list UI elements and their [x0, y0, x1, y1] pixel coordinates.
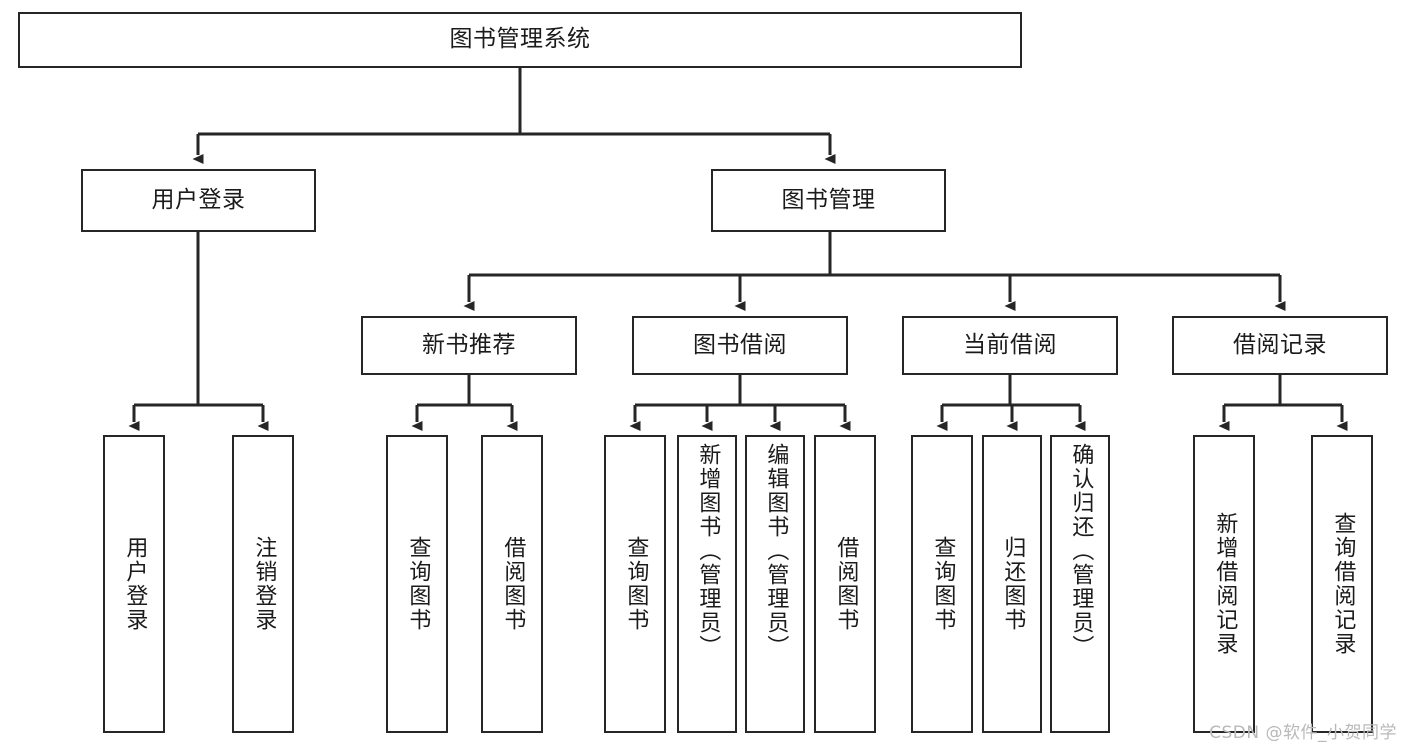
node-leaf-query-book-3[interactable]: 查询图书: [911, 435, 973, 733]
node-leaf-add-record[interactable]: 新增借阅记录: [1193, 435, 1255, 733]
node-leaf-return-book-label: 归还图书: [1000, 536, 1026, 632]
node-leaf-borrow-book-2[interactable]: 借阅图书: [814, 435, 876, 733]
node-leaf-confirm-return[interactable]: 确认归还（管理员）: [1050, 435, 1110, 733]
node-book-manage-label: 图书管理: [781, 186, 876, 213]
node-leaf-query-book-1[interactable]: 查询图书: [386, 435, 448, 733]
node-book-manage[interactable]: 图书管理: [711, 169, 946, 232]
node-leaf-query-book-2-label: 查询图书: [623, 536, 649, 632]
node-borrow-record[interactable]: 借阅记录: [1172, 316, 1388, 375]
node-leaf-borrow-book-2-label: 借阅图书: [833, 536, 859, 632]
node-new-book-rec[interactable]: 新书推荐: [361, 316, 577, 375]
node-leaf-borrow-book-1-label: 借阅图书: [500, 536, 526, 632]
node-user-login[interactable]: 用户登录: [81, 169, 316, 232]
node-current-borrow-label: 当前借阅: [963, 331, 1057, 358]
node-leaf-logout-label: 注销登录: [251, 536, 277, 632]
node-root[interactable]: 图书管理系统: [18, 12, 1022, 68]
node-leaf-return-book[interactable]: 归还图书: [982, 435, 1042, 733]
node-leaf-add-book-label: 新增图书（管理员）: [695, 443, 721, 659]
node-leaf-query-record[interactable]: 查询借阅记录: [1311, 435, 1373, 733]
node-root-label: 图书管理系统: [449, 26, 591, 53]
node-borrow-record-label: 借阅记录: [1233, 331, 1327, 358]
node-user-login-label: 用户登录: [151, 186, 246, 213]
node-leaf-add-record-label: 新增借阅记录: [1212, 512, 1238, 656]
node-leaf-confirm-return-label: 确认归还（管理员）: [1068, 443, 1094, 659]
node-new-book-rec-label: 新书推荐: [422, 331, 516, 358]
node-leaf-add-book[interactable]: 新增图书（管理员）: [677, 435, 737, 733]
node-leaf-query-book-1-label: 查询图书: [405, 536, 431, 632]
node-leaf-user-login[interactable]: 用户登录: [103, 435, 165, 733]
node-leaf-edit-book[interactable]: 编辑图书（管理员）: [745, 435, 805, 733]
node-leaf-query-book-3-label: 查询图书: [930, 536, 956, 632]
node-leaf-edit-book-label: 编辑图书（管理员）: [763, 443, 789, 659]
node-current-borrow[interactable]: 当前借阅: [902, 316, 1118, 375]
node-leaf-borrow-book-1[interactable]: 借阅图书: [481, 435, 543, 733]
node-leaf-user-login-label: 用户登录: [122, 536, 148, 632]
node-book-borrow[interactable]: 图书借阅: [632, 316, 848, 375]
node-leaf-query-record-label: 查询借阅记录: [1330, 512, 1356, 656]
node-leaf-query-book-2[interactable]: 查询图书: [604, 435, 666, 733]
csdn-watermark: CSDN @软件_小贺同学: [1209, 723, 1397, 743]
node-book-borrow-label: 图书借阅: [693, 331, 787, 358]
node-leaf-logout[interactable]: 注销登录: [232, 435, 294, 733]
